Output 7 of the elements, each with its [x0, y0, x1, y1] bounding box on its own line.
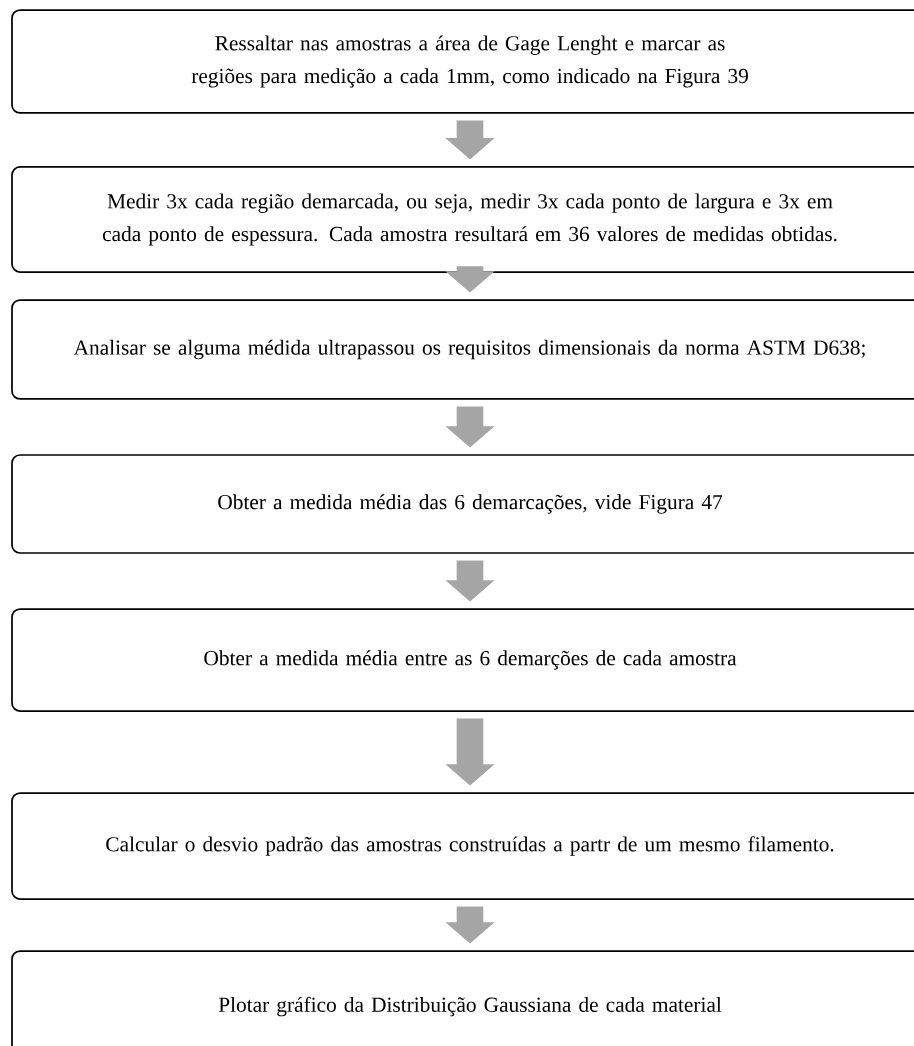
process-box: Obter a medida média das 6 demarcações, vide Figura 47 — [11, 454, 914, 554]
process-box: Obter a medida média entre as 6 demarções de cada amostra — [11, 608, 914, 712]
process-box: Plotar gráfico da Distribuição Gaussiana de cada material — [11, 950, 914, 1046]
process-box: Calcular o desvio padrão das amostras construídas a partr de um mesmo filamento. — [11, 792, 914, 900]
process-box: Medir 3x cada região demarcada, ou seja, medir 3x cada ponto de largura e 3x em cada ponto de espessura. Cada amostra resultará em 36 valores de medidas obtidas. — [11, 166, 914, 273]
process-box: Ressaltar nas amostras a área de Gage Lenght e marcar as regiões para medição a cada 1mm, como indicado na Figura 39 — [11, 9, 914, 114]
process-box: Analisar se alguma médida ultrapassou os requisitos dimensionais da norma ASTM D638; — [11, 299, 914, 400]
